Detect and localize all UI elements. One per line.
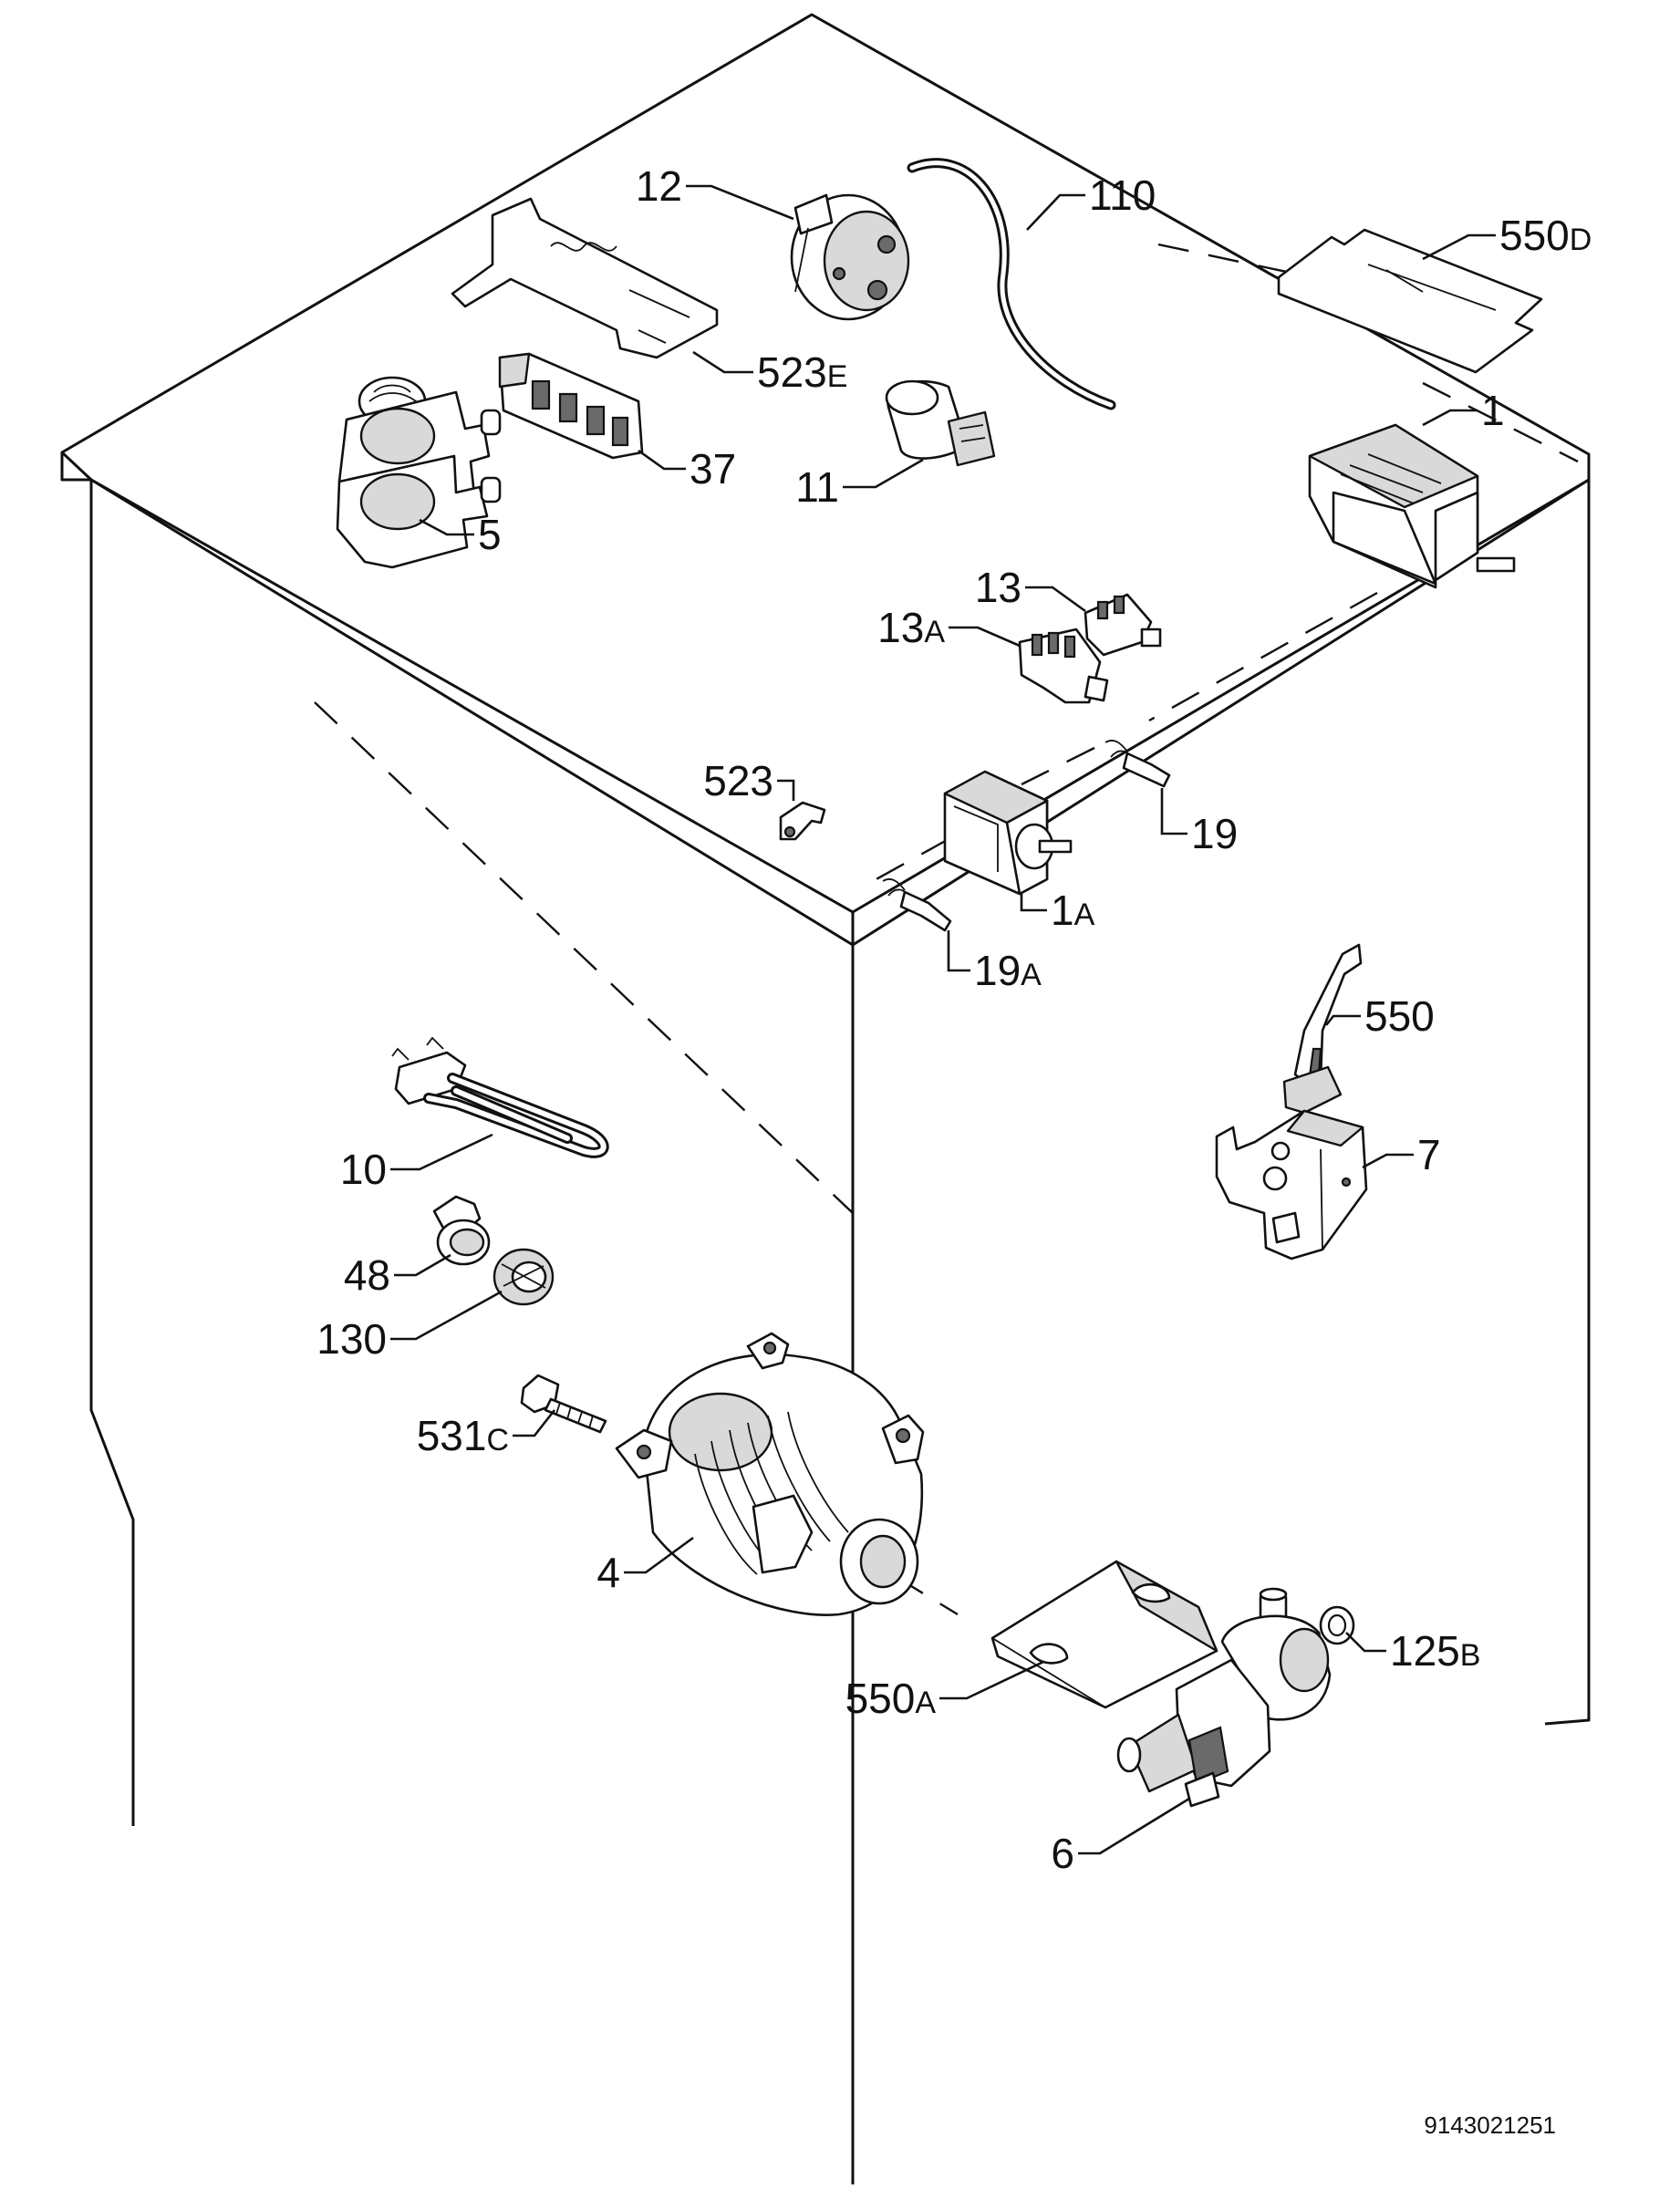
connector-part <box>1084 593 1162 657</box>
connector-part <box>1018 628 1109 704</box>
callout-110: 110 <box>1089 171 1156 219</box>
callout-5: 5 <box>478 511 502 558</box>
thermostat-part <box>432 1195 491 1266</box>
callout-130: 130 <box>316 1315 387 1363</box>
bulb-holder-part <box>1104 740 1171 788</box>
program-timer-part <box>1308 423 1516 589</box>
heating-element-part <box>391 1036 609 1158</box>
pressure-switch-part <box>790 193 910 321</box>
callout-48: 48 <box>344 1251 390 1299</box>
lock-lever-part <box>1282 943 1363 1115</box>
callout-550d: 550D <box>1499 212 1592 259</box>
callout-531c: 531C <box>417 1412 509 1459</box>
callout-550: 550 <box>1364 992 1435 1040</box>
callout-12: 12 <box>636 162 682 210</box>
callout-11: 11 <box>795 463 839 511</box>
callout-125b: 125B <box>1390 1627 1480 1675</box>
callout-1a: 1A <box>1051 887 1095 934</box>
leader-lines <box>390 184 1496 1855</box>
clip-part <box>779 801 826 841</box>
cabinet-outline <box>60 13 1591 2184</box>
gasket-part <box>1319 1605 1355 1645</box>
callout-19: 19 <box>1191 810 1238 857</box>
callout-13a: 13A <box>877 604 945 651</box>
bulb-holder-part <box>882 878 952 932</box>
drain-pump-part <box>1116 1587 1332 1808</box>
door-lock-part <box>1215 1109 1368 1260</box>
drawing-code: 9143021251 <box>1424 2111 1556 2139</box>
inlet-valve-part <box>336 376 502 569</box>
screw-part <box>520 1374 607 1434</box>
callout-550a: 550A <box>845 1675 937 1722</box>
callout-10: 10 <box>340 1146 387 1193</box>
callout-523e: 523E <box>757 348 847 396</box>
selector-switch-part <box>943 770 1073 896</box>
capacitor-part <box>885 379 996 467</box>
bracket-part <box>451 197 719 359</box>
ntc-sensor-part <box>493 1248 555 1306</box>
callout-7: 7 <box>1417 1131 1441 1178</box>
callout-19a: 19A <box>974 947 1042 994</box>
motor-part <box>615 1332 925 1616</box>
callout-1: 1 <box>1481 387 1505 434</box>
callout-13: 13 <box>975 564 1021 611</box>
cover-plate-part <box>1277 228 1543 374</box>
cover-part <box>990 1560 1219 1709</box>
hose-part <box>907 158 1116 410</box>
callout-6: 6 <box>1051 1830 1074 1877</box>
callout-4: 4 <box>596 1549 620 1596</box>
callout-523: 523 <box>703 757 773 804</box>
terminal-block-part <box>498 352 644 460</box>
callout-37: 37 <box>690 445 736 493</box>
